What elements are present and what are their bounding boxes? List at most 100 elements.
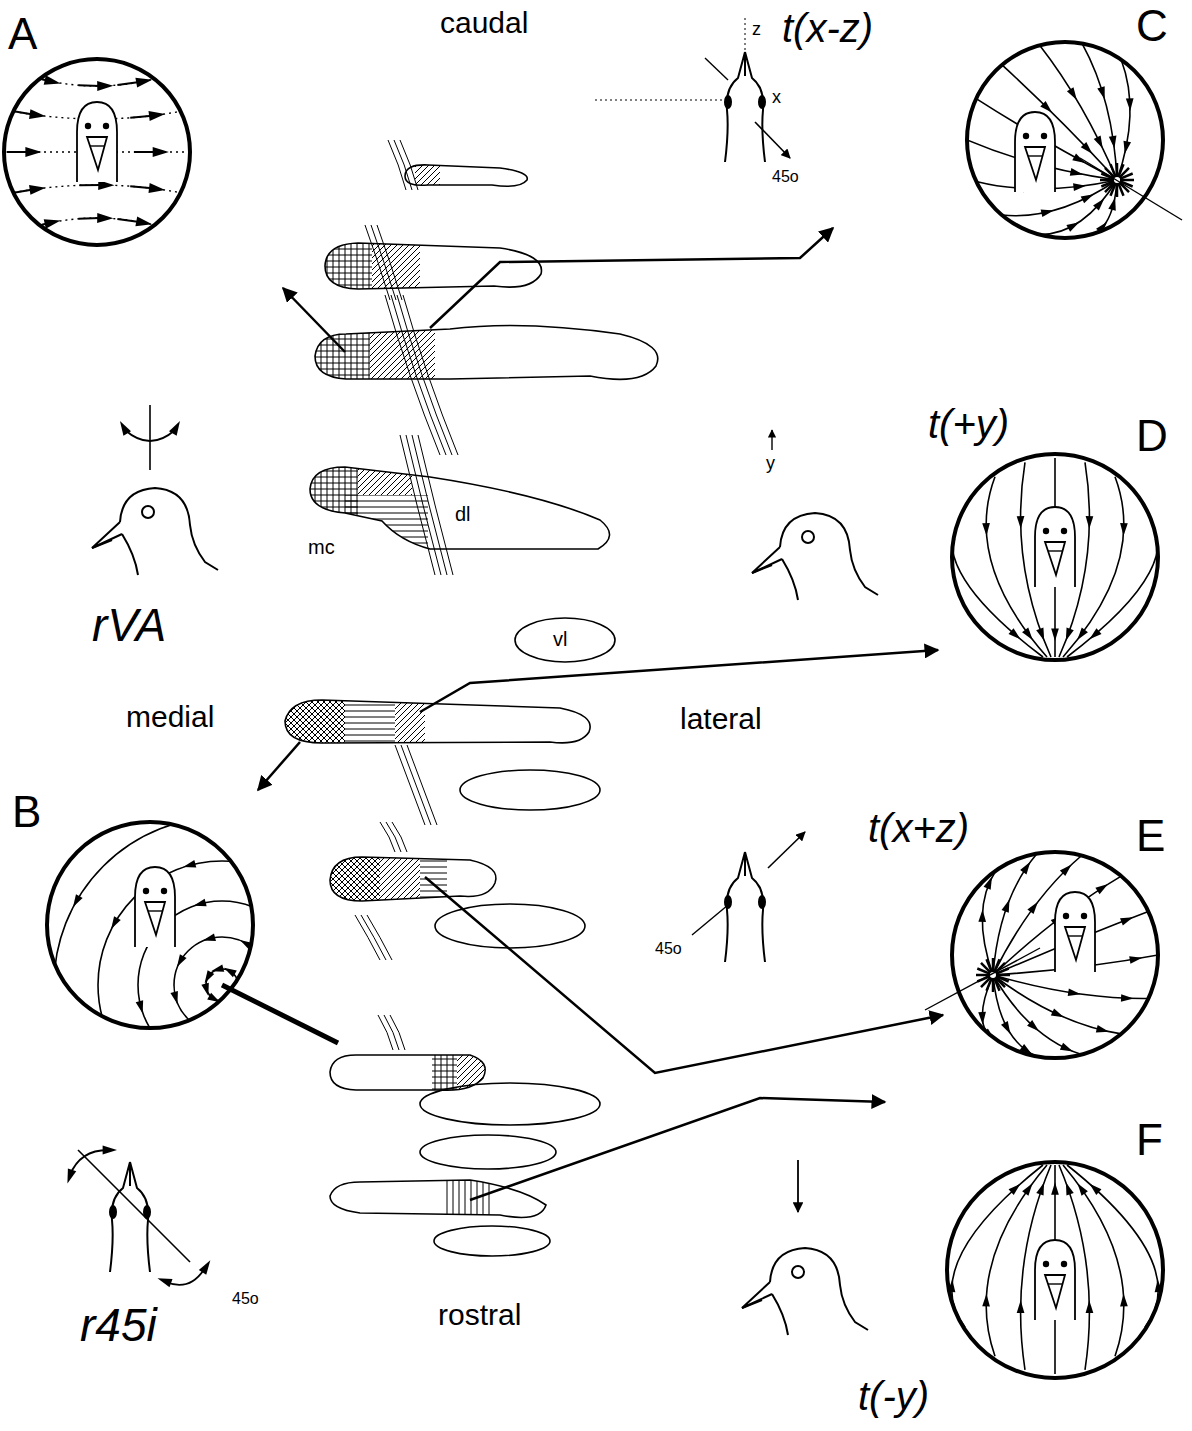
illustration-part bbox=[403, 295, 458, 455]
illustration-part bbox=[397, 295, 452, 455]
pigeon-face bbox=[77, 102, 117, 182]
illustration-part bbox=[87, 137, 107, 170]
illustration-part bbox=[982, 523, 990, 536]
illustration-part bbox=[1025, 147, 1045, 180]
illustration-part bbox=[1022, 628, 1033, 640]
illustration-part bbox=[130, 116, 152, 118]
illustration-part bbox=[1035, 1240, 1075, 1320]
illustration-part bbox=[92, 522, 122, 548]
illustration-part bbox=[1067, 1165, 1158, 1327]
illustration-part bbox=[378, 1015, 393, 1050]
illustration-part bbox=[1121, 994, 1134, 1002]
stimulus-label: rVA bbox=[92, 600, 166, 651]
illustration-part bbox=[1120, 173, 1133, 178]
sphere-outline bbox=[952, 454, 1158, 660]
illustration-part bbox=[117, 219, 139, 222]
illustration-part bbox=[418, 435, 453, 575]
illustration-part bbox=[434, 1226, 550, 1256]
illustration-part bbox=[54, 817, 390, 1153]
illustration-part bbox=[1097, 86, 1104, 99]
pointer-arrow bbox=[283, 288, 345, 352]
illustration-part bbox=[1055, 892, 1095, 972]
illustration-part bbox=[392, 822, 407, 852]
axis-line bbox=[692, 905, 728, 935]
illustration-part bbox=[792, 1266, 804, 1278]
illustration-part bbox=[1129, 956, 1142, 964]
direction-label: rostral bbox=[438, 1298, 521, 1331]
illustration-part bbox=[515, 618, 615, 662]
pigeon-head-side bbox=[92, 488, 218, 575]
illustration-part bbox=[420, 855, 447, 903]
illustration-part bbox=[782, 559, 798, 600]
direction-arrow bbox=[771, 430, 772, 450]
illustration-part bbox=[978, 909, 986, 922]
illustration-part bbox=[742, 1282, 772, 1308]
illustration-part bbox=[136, 1000, 143, 1013]
pointer-arrow bbox=[425, 877, 943, 1073]
illustration-part bbox=[802, 531, 814, 543]
illustration-part bbox=[401, 745, 431, 825]
brain-section bbox=[330, 855, 585, 948]
pointer-arrow bbox=[420, 650, 938, 712]
illustration-part bbox=[1117, 60, 1130, 180]
illustration-part bbox=[1067, 87, 1077, 100]
flow-field bbox=[2, 66, 191, 238]
illustration-part bbox=[460, 770, 600, 810]
region-label: mc bbox=[308, 536, 335, 558]
sphere-outline bbox=[2, 57, 192, 247]
illustration-part bbox=[1109, 136, 1117, 149]
illustration-part bbox=[742, 1300, 762, 1308]
illustration-part bbox=[1124, 141, 1132, 154]
illustration-part bbox=[772, 1294, 788, 1335]
illustration-part bbox=[993, 854, 1037, 975]
illustration-part bbox=[420, 1135, 556, 1169]
illustration-part bbox=[98, 861, 346, 1109]
illustration-part bbox=[1067, 509, 1158, 657]
illustration-part bbox=[135, 867, 175, 947]
sphere-outline bbox=[947, 1162, 1163, 1378]
illustration-part bbox=[103, 123, 109, 129]
illustration-part bbox=[1036, 1182, 1044, 1195]
illustration-part bbox=[90, 145, 104, 146]
illustration-part bbox=[1101, 181, 1114, 186]
illustration-part bbox=[125, 430, 175, 441]
illustration-part bbox=[725, 52, 765, 162]
illustration-part bbox=[1015, 112, 1055, 192]
illustration-part bbox=[44, 219, 61, 229]
panel-letter: D bbox=[1136, 414, 1168, 458]
illustration-part bbox=[205, 970, 215, 983]
illustration-part bbox=[1009, 1184, 1021, 1195]
illustration-part bbox=[435, 904, 585, 948]
flow-sphere: F bbox=[945, 1160, 1165, 1380]
illustration-part bbox=[1017, 1300, 1025, 1313]
illustration-part bbox=[1089, 628, 1101, 639]
illustration-part bbox=[135, 867, 175, 947]
illustration-part bbox=[201, 983, 208, 996]
illustration-part bbox=[982, 871, 996, 975]
illustration-part bbox=[97, 81, 113, 91]
illustration-part bbox=[7, 151, 29, 153]
illustration-part bbox=[1081, 142, 1093, 154]
illustration-part bbox=[1086, 1300, 1094, 1313]
illustration-part bbox=[1020, 862, 1030, 875]
pointer-arrow bbox=[258, 742, 300, 790]
illustration-part bbox=[1051, 628, 1059, 641]
pigeon-head-top bbox=[724, 852, 766, 962]
illustration-part bbox=[993, 975, 1037, 1056]
axis-line bbox=[925, 948, 1040, 1010]
illustration-part bbox=[1051, 1009, 1064, 1018]
rotation-symbol bbox=[67, 1146, 210, 1288]
illustration-part bbox=[78, 84, 100, 87]
illustration-part bbox=[1108, 198, 1115, 211]
illustration-part bbox=[170, 991, 177, 1004]
illustration-part bbox=[1023, 133, 1029, 139]
illustration-part bbox=[1081, 194, 1094, 203]
illustration-part bbox=[148, 111, 165, 121]
pigeon-face bbox=[1035, 507, 1075, 587]
illustration-part bbox=[135, 78, 152, 88]
illustration-part bbox=[166, 1268, 205, 1285]
pigeon-face bbox=[1035, 1240, 1075, 1320]
illustration-part bbox=[145, 902, 165, 935]
illustration-part bbox=[183, 860, 196, 867]
